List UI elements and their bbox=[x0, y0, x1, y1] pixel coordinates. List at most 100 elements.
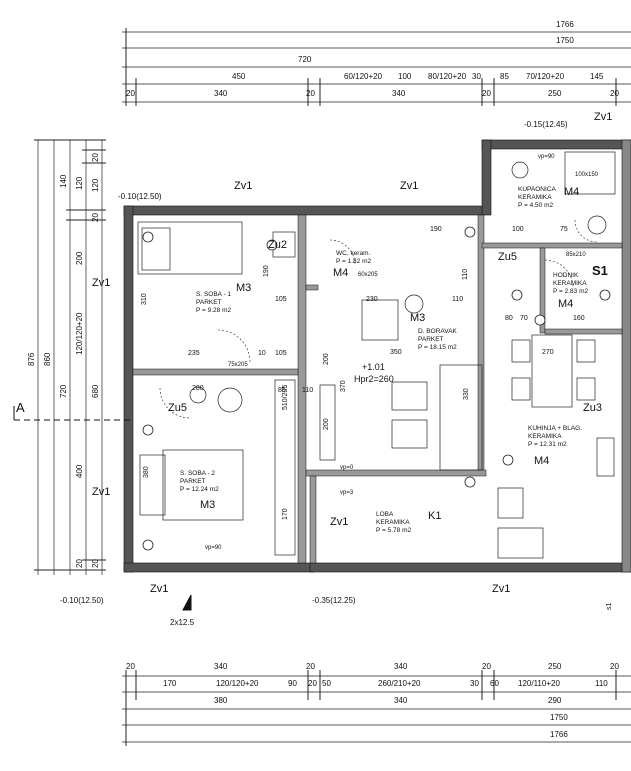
dim-bot-r3-2: 290 bbox=[548, 696, 562, 705]
room-floor: PARKET bbox=[180, 478, 206, 485]
dim-bot-r4: 1750 bbox=[550, 713, 568, 722]
level-top-right: -0.15(12.45) bbox=[524, 120, 568, 129]
dim-top-r4-3: 80/120+20 bbox=[428, 72, 467, 81]
dim-bot-r3-0: 380 bbox=[214, 696, 228, 705]
room-floor: KERAMIKA bbox=[518, 194, 552, 201]
room-tag-boravak: M3 bbox=[410, 312, 426, 324]
label-door-75x205: 75x205 bbox=[228, 362, 248, 368]
dim-bot-r2-2: 90 bbox=[288, 679, 297, 688]
dim-top-r4-6: 70/120+20 bbox=[526, 72, 565, 81]
floor-level: +1.01 bbox=[362, 362, 385, 372]
room-name: LOBA bbox=[376, 511, 394, 518]
label-380: 380 bbox=[143, 466, 150, 478]
room-name: HODNIK bbox=[553, 272, 579, 279]
dim-top-r5-5: 250 bbox=[548, 89, 562, 98]
wall-tag-zv1: Zv1 bbox=[594, 111, 613, 123]
dim-left-140: 140 bbox=[59, 174, 68, 188]
label-160: 160 bbox=[573, 315, 585, 322]
dim-bot-r3-1: 340 bbox=[394, 696, 408, 705]
label-door-85x210: 85x210 bbox=[566, 252, 586, 258]
dim-left-c5-2: 20 bbox=[91, 213, 100, 222]
axis-bubbles bbox=[142, 226, 611, 551]
dim-left-c5-3: 680 bbox=[91, 384, 100, 398]
label-105-b: 105 bbox=[275, 350, 287, 357]
dim-bot-r2-8: 120/110+20 bbox=[518, 679, 560, 688]
dim-bot-r2-7: 60 bbox=[490, 679, 499, 688]
dim-left-c4-2: 120/120+20 bbox=[75, 312, 84, 356]
room-name: S. SOBA - 2 bbox=[180, 470, 216, 477]
label-110-b: 110 bbox=[462, 268, 469, 280]
label-510-205: 510/205 bbox=[282, 384, 289, 410]
wall-tag-zv1: Zv1 bbox=[150, 583, 169, 595]
room-tag-hodnik: M4 bbox=[558, 298, 574, 310]
room-name: WC, keram. bbox=[336, 250, 371, 257]
section-marker bbox=[13, 406, 192, 611]
label-110: 110 bbox=[452, 296, 464, 303]
stair-label: 2x12.5 bbox=[170, 618, 195, 627]
room-tag-soba-1: M3 bbox=[236, 282, 252, 294]
label-370: 370 bbox=[340, 380, 347, 392]
dim-top-r5-2: 20 bbox=[306, 89, 315, 98]
room-area: P = 1.82 m2 bbox=[336, 258, 372, 265]
dim-top-r4-4: 30 bbox=[472, 72, 481, 81]
label-vp90-bottom: vp=90 bbox=[205, 545, 222, 551]
wall-tag-zv1: Zv1 bbox=[234, 180, 253, 192]
room-area: P = 2.83 m2 bbox=[553, 288, 589, 295]
level-top-left: -0.10(12.50) bbox=[118, 192, 162, 201]
dim-top-r5-3: 340 bbox=[392, 89, 406, 98]
dim-bot-r1-1: 340 bbox=[214, 662, 228, 671]
dim-left-c5-0: 20 bbox=[91, 153, 100, 162]
wall-tag-zu5: Zu5 bbox=[498, 251, 517, 263]
room-area: P = 9.28 m2 bbox=[196, 307, 232, 314]
room-area: P = 12.31 m2 bbox=[528, 441, 567, 448]
dim-top-720: 720 bbox=[298, 55, 312, 64]
dim-top-r5-4: 20 bbox=[482, 89, 491, 98]
exterior-walls bbox=[123, 139, 631, 573]
label-280: 280 bbox=[192, 385, 204, 392]
dim-left-720: 720 bbox=[59, 384, 68, 398]
room-soba-2: S. SOBA - 2 PARKET P = 12.24 m2 bbox=[180, 470, 250, 494]
label-10: 10 bbox=[258, 350, 266, 357]
label-vp0: vp=0 bbox=[340, 465, 354, 471]
room-name: KUHINJA + BLAG. bbox=[528, 425, 583, 432]
room-area: P = 12.24 m2 bbox=[180, 486, 219, 493]
dim-left-c4-3: 400 bbox=[75, 464, 84, 478]
room-loba: LOBA KERAMIKA P = 5.78 m2 bbox=[376, 511, 446, 535]
label-230: 230 bbox=[366, 296, 378, 303]
dim-left-c4-0: 120 bbox=[75, 176, 84, 190]
dim-bot-r2-6: 30 bbox=[470, 679, 479, 688]
room-floor: KERAMIKA bbox=[553, 280, 587, 287]
dim-left-860: 860 bbox=[43, 352, 52, 366]
label-100: 100 bbox=[512, 226, 524, 233]
label-235: 235 bbox=[188, 350, 200, 357]
dim-bot-r2-3: 20 bbox=[308, 679, 317, 688]
level-bottom-left: -0.10(12.50) bbox=[60, 596, 104, 605]
room-tag-soba-2: M3 bbox=[200, 499, 216, 511]
dim-left-876: 876 bbox=[27, 352, 36, 366]
label-vp3: vp=3 bbox=[340, 490, 354, 496]
label-105: 105 bbox=[275, 296, 287, 303]
dim-bot-r1-6: 20 bbox=[610, 662, 619, 671]
room-area: P = 4.50 m2 bbox=[518, 202, 554, 209]
dim-left-c4-1: 200 bbox=[75, 251, 84, 265]
label-200: 200 bbox=[323, 418, 330, 430]
dim-top-r5-0: 20 bbox=[126, 89, 135, 98]
label-330: 330 bbox=[463, 388, 470, 400]
label-270: 270 bbox=[542, 349, 554, 356]
room-area: P = 18.15 m2 bbox=[418, 344, 457, 351]
room-area: P = 5.78 m2 bbox=[376, 527, 412, 534]
dim-bot-r2-9: 110 bbox=[595, 679, 608, 688]
room-kuhinja: KUHINJA + BLAG. KERAMIKA P = 12.31 m2 bbox=[528, 425, 613, 449]
label-110-c: 110 bbox=[302, 387, 314, 394]
dim-top-total-outer: 1766 bbox=[556, 20, 574, 29]
label-80: 80 bbox=[505, 315, 513, 322]
level-bottom-mid: -0.35(12.25) bbox=[312, 596, 356, 605]
room-name: D. BORAVAK bbox=[418, 328, 457, 335]
dim-bot-r2-4: 50 bbox=[322, 679, 331, 688]
room-floor: PARKET bbox=[196, 299, 222, 306]
dim-bot-r1-2: 20 bbox=[306, 662, 315, 671]
dim-bot-r1-3: 340 bbox=[394, 662, 408, 671]
dim-left-c5-4: 20 bbox=[91, 559, 100, 568]
room-soba-1: S. SOBA - 1 PARKET P = 9.28 m2 bbox=[196, 291, 276, 315]
room-tag-loba: K1 bbox=[428, 510, 442, 522]
